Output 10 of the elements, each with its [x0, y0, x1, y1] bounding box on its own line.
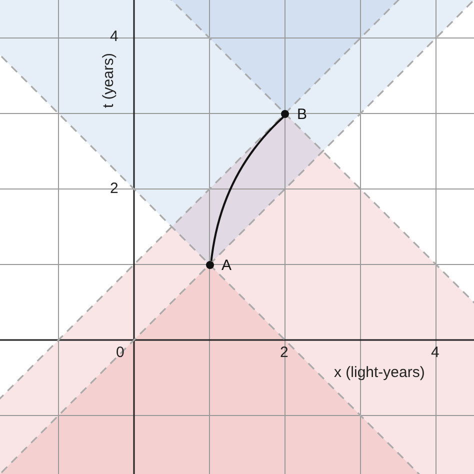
event-label: A — [222, 256, 232, 274]
axis-title: t (years) — [100, 52, 117, 108]
event-label: B — [297, 106, 308, 122]
tick-label: 4 — [110, 28, 118, 45]
tick-label: 4 — [431, 344, 440, 361]
tick-label: 2 — [280, 344, 288, 361]
world-line — [210, 116, 284, 262]
tick-label: 2 — [110, 180, 118, 197]
axis-title: x (light-years) — [334, 364, 425, 381]
tick-label: 0 — [116, 344, 124, 361]
